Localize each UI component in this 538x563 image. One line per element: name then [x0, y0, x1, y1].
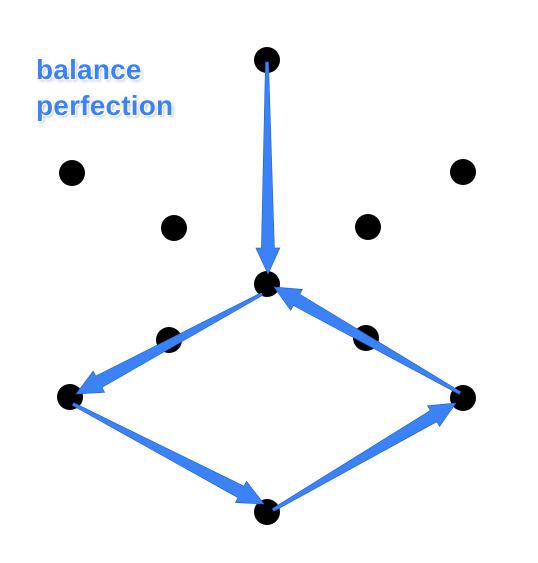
dot-upper-left	[59, 160, 85, 186]
arrow-bottom-to-right	[271, 402, 457, 512]
caption: balance perfection	[36, 52, 256, 124]
arrow-top-to-center	[255, 61, 281, 275]
dot-inner-left	[161, 215, 187, 241]
caption-line-perfection: perfection	[36, 90, 174, 121]
dot-bottom	[254, 499, 280, 525]
arrow-left-to-bottom	[71, 402, 265, 505]
arrows	[71, 61, 462, 512]
dot-inner-right	[355, 214, 381, 240]
dot-left	[57, 384, 83, 410]
arrow-right-to-center	[273, 286, 462, 395]
dot-upper-right	[450, 159, 476, 185]
arrow-center-to-left	[75, 292, 264, 395]
dot-top-center	[254, 47, 280, 73]
dots	[57, 47, 476, 525]
dot-center	[254, 271, 280, 297]
caption-line-balance: balance	[36, 54, 142, 85]
